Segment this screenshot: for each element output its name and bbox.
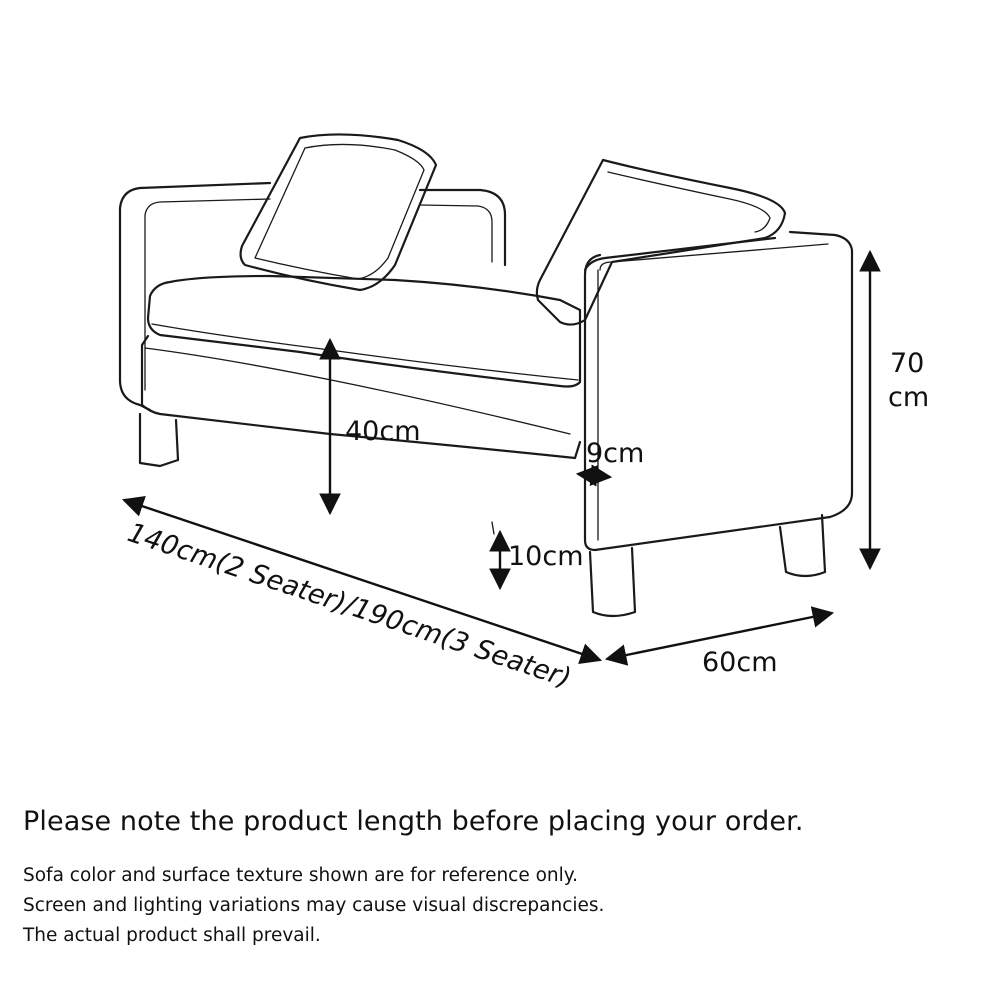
overall-height-unit-label: cm xyxy=(888,382,929,413)
note-line: Screen and lighting variations may cause… xyxy=(23,895,605,916)
arm-width-label: 9cm xyxy=(586,438,644,469)
arm-width-arrow xyxy=(575,464,613,487)
note-line: The actual product shall prevail. xyxy=(23,925,321,946)
leg-height-label: 10cm xyxy=(508,541,584,572)
depth-arrow xyxy=(604,606,835,666)
notes-headline: Please note the product length before pl… xyxy=(23,806,804,837)
sofa-dimension-diagram: 70 cm 40cm 9cm 10cm 140cm(2 Seater)/190c… xyxy=(118,133,929,694)
sofa-illustration xyxy=(118,133,854,618)
note-line: Sofa color and surface texture shown are… xyxy=(23,865,578,886)
seat-height-label: 40cm xyxy=(345,416,421,447)
length-arrow xyxy=(121,495,603,665)
depth-label: 60cm xyxy=(702,647,778,678)
dimension-arrow xyxy=(121,249,881,666)
overall-height-label: 70 xyxy=(890,348,924,379)
order-notes: Please note the product length before pl… xyxy=(23,806,983,951)
